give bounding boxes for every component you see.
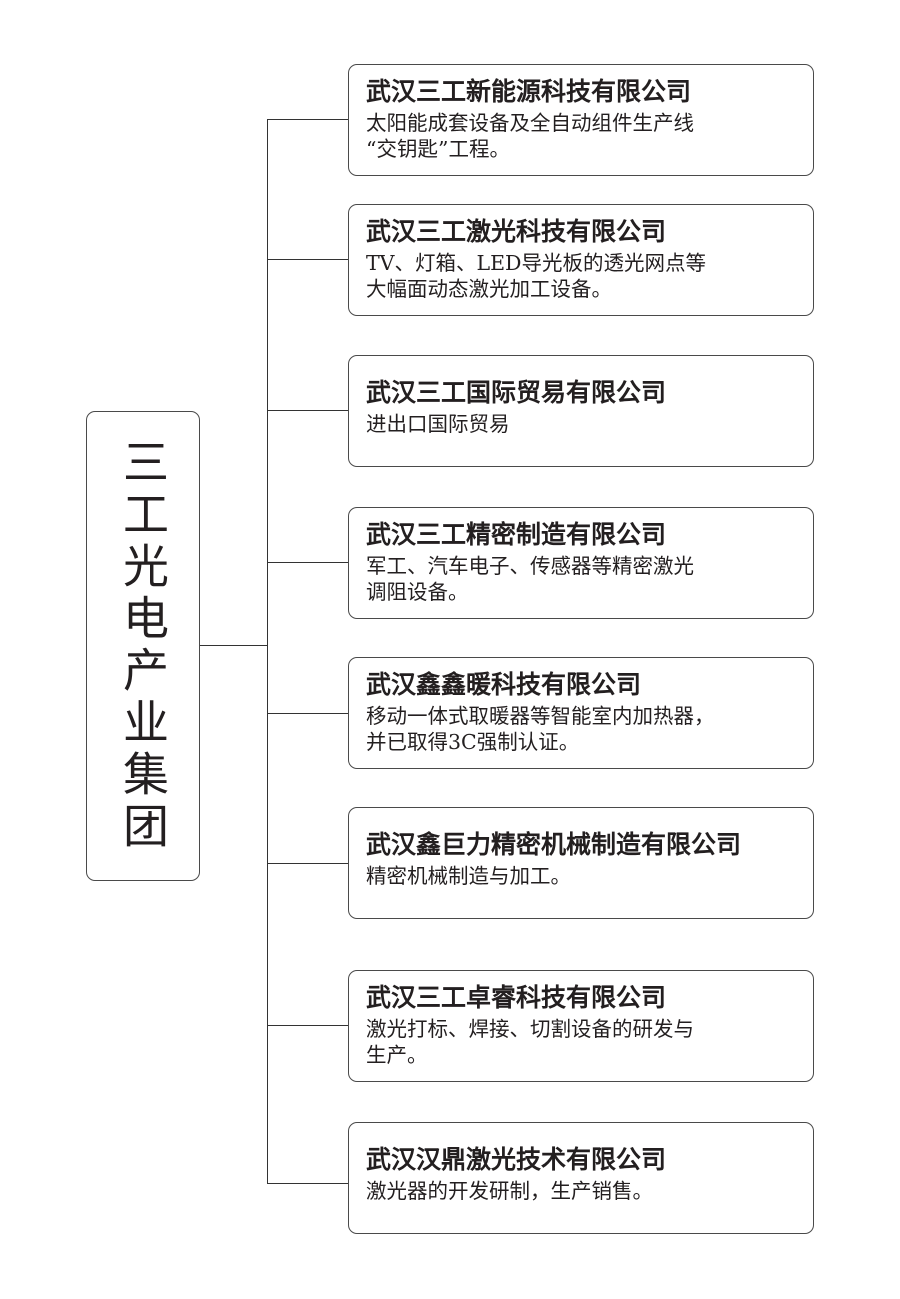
- company-name: 武汉三工新能源科技有限公司: [366, 77, 692, 106]
- company-description: 激光打标、焊接、切割设备的研发与 生产。: [366, 1017, 694, 1067]
- company-name: 武汉三工激光科技有限公司: [366, 217, 667, 246]
- company-node-4: 武汉三工精密制造有限公司 军工、汽车电子、传感器等精密激光 调阻设备。: [348, 507, 814, 619]
- branch-line-7: [267, 1025, 348, 1026]
- trunk-line: [267, 119, 268, 1184]
- company-node-7: 武汉三工卓睿科技有限公司 激光打标、焊接、切割设备的研发与 生产。: [348, 970, 814, 1082]
- branch-line-8: [267, 1183, 348, 1184]
- company-name: 武汉三工国际贸易有限公司: [366, 378, 667, 407]
- company-name: 武汉鑫巨力精密机械制造有限公司: [366, 830, 742, 859]
- company-name: 武汉三工卓睿科技有限公司: [366, 983, 667, 1012]
- branch-line-3: [267, 410, 348, 411]
- company-node-2: 武汉三工激光科技有限公司 TV、灯箱、LED导光板的透光网点等 大幅面动态激光加…: [348, 204, 814, 316]
- company-description: 激光器的开发研制，生产销售。: [366, 1179, 653, 1203]
- company-description: TV、灯箱、LED导光板的透光网点等 大幅面动态激光加工设备。: [366, 251, 706, 301]
- company-name: 武汉三工精密制造有限公司: [366, 520, 667, 549]
- company-node-5: 武汉鑫鑫暖科技有限公司 移动一体式取暖器等智能室内加热器， 并已取得3C强制认证…: [348, 657, 814, 769]
- company-description: 精密机械制造与加工。: [366, 864, 571, 888]
- root-node: 三工光电产业集团: [86, 411, 200, 881]
- branch-line-1: [267, 119, 348, 120]
- branch-line-5: [267, 713, 348, 714]
- company-name: 武汉鑫鑫暖科技有限公司: [366, 670, 642, 699]
- company-node-1: 武汉三工新能源科技有限公司 太阳能成套设备及全自动组件生产线 “交钥匙”工程。: [348, 64, 814, 176]
- root-connector: [200, 645, 267, 646]
- company-node-6: 武汉鑫巨力精密机械制造有限公司 精密机械制造与加工。: [348, 807, 814, 919]
- company-description: 进出口国际贸易: [366, 412, 510, 436]
- company-name: 武汉汉鼎激光技术有限公司: [366, 1145, 667, 1174]
- company-description: 军工、汽车电子、传感器等精密激光 调阻设备。: [366, 554, 694, 604]
- company-description: 太阳能成套设备及全自动组件生产线 “交钥匙”工程。: [366, 111, 694, 161]
- branch-line-6: [267, 863, 348, 864]
- branch-line-4: [267, 562, 348, 563]
- company-description: 移动一体式取暖器等智能室内加热器， 并已取得3C强制认证。: [366, 704, 715, 754]
- root-title: 三工光电产业集团: [116, 438, 170, 854]
- company-node-8: 武汉汉鼎激光技术有限公司 激光器的开发研制，生产销售。: [348, 1122, 814, 1234]
- company-node-3: 武汉三工国际贸易有限公司 进出口国际贸易: [348, 355, 814, 467]
- branch-line-2: [267, 259, 348, 260]
